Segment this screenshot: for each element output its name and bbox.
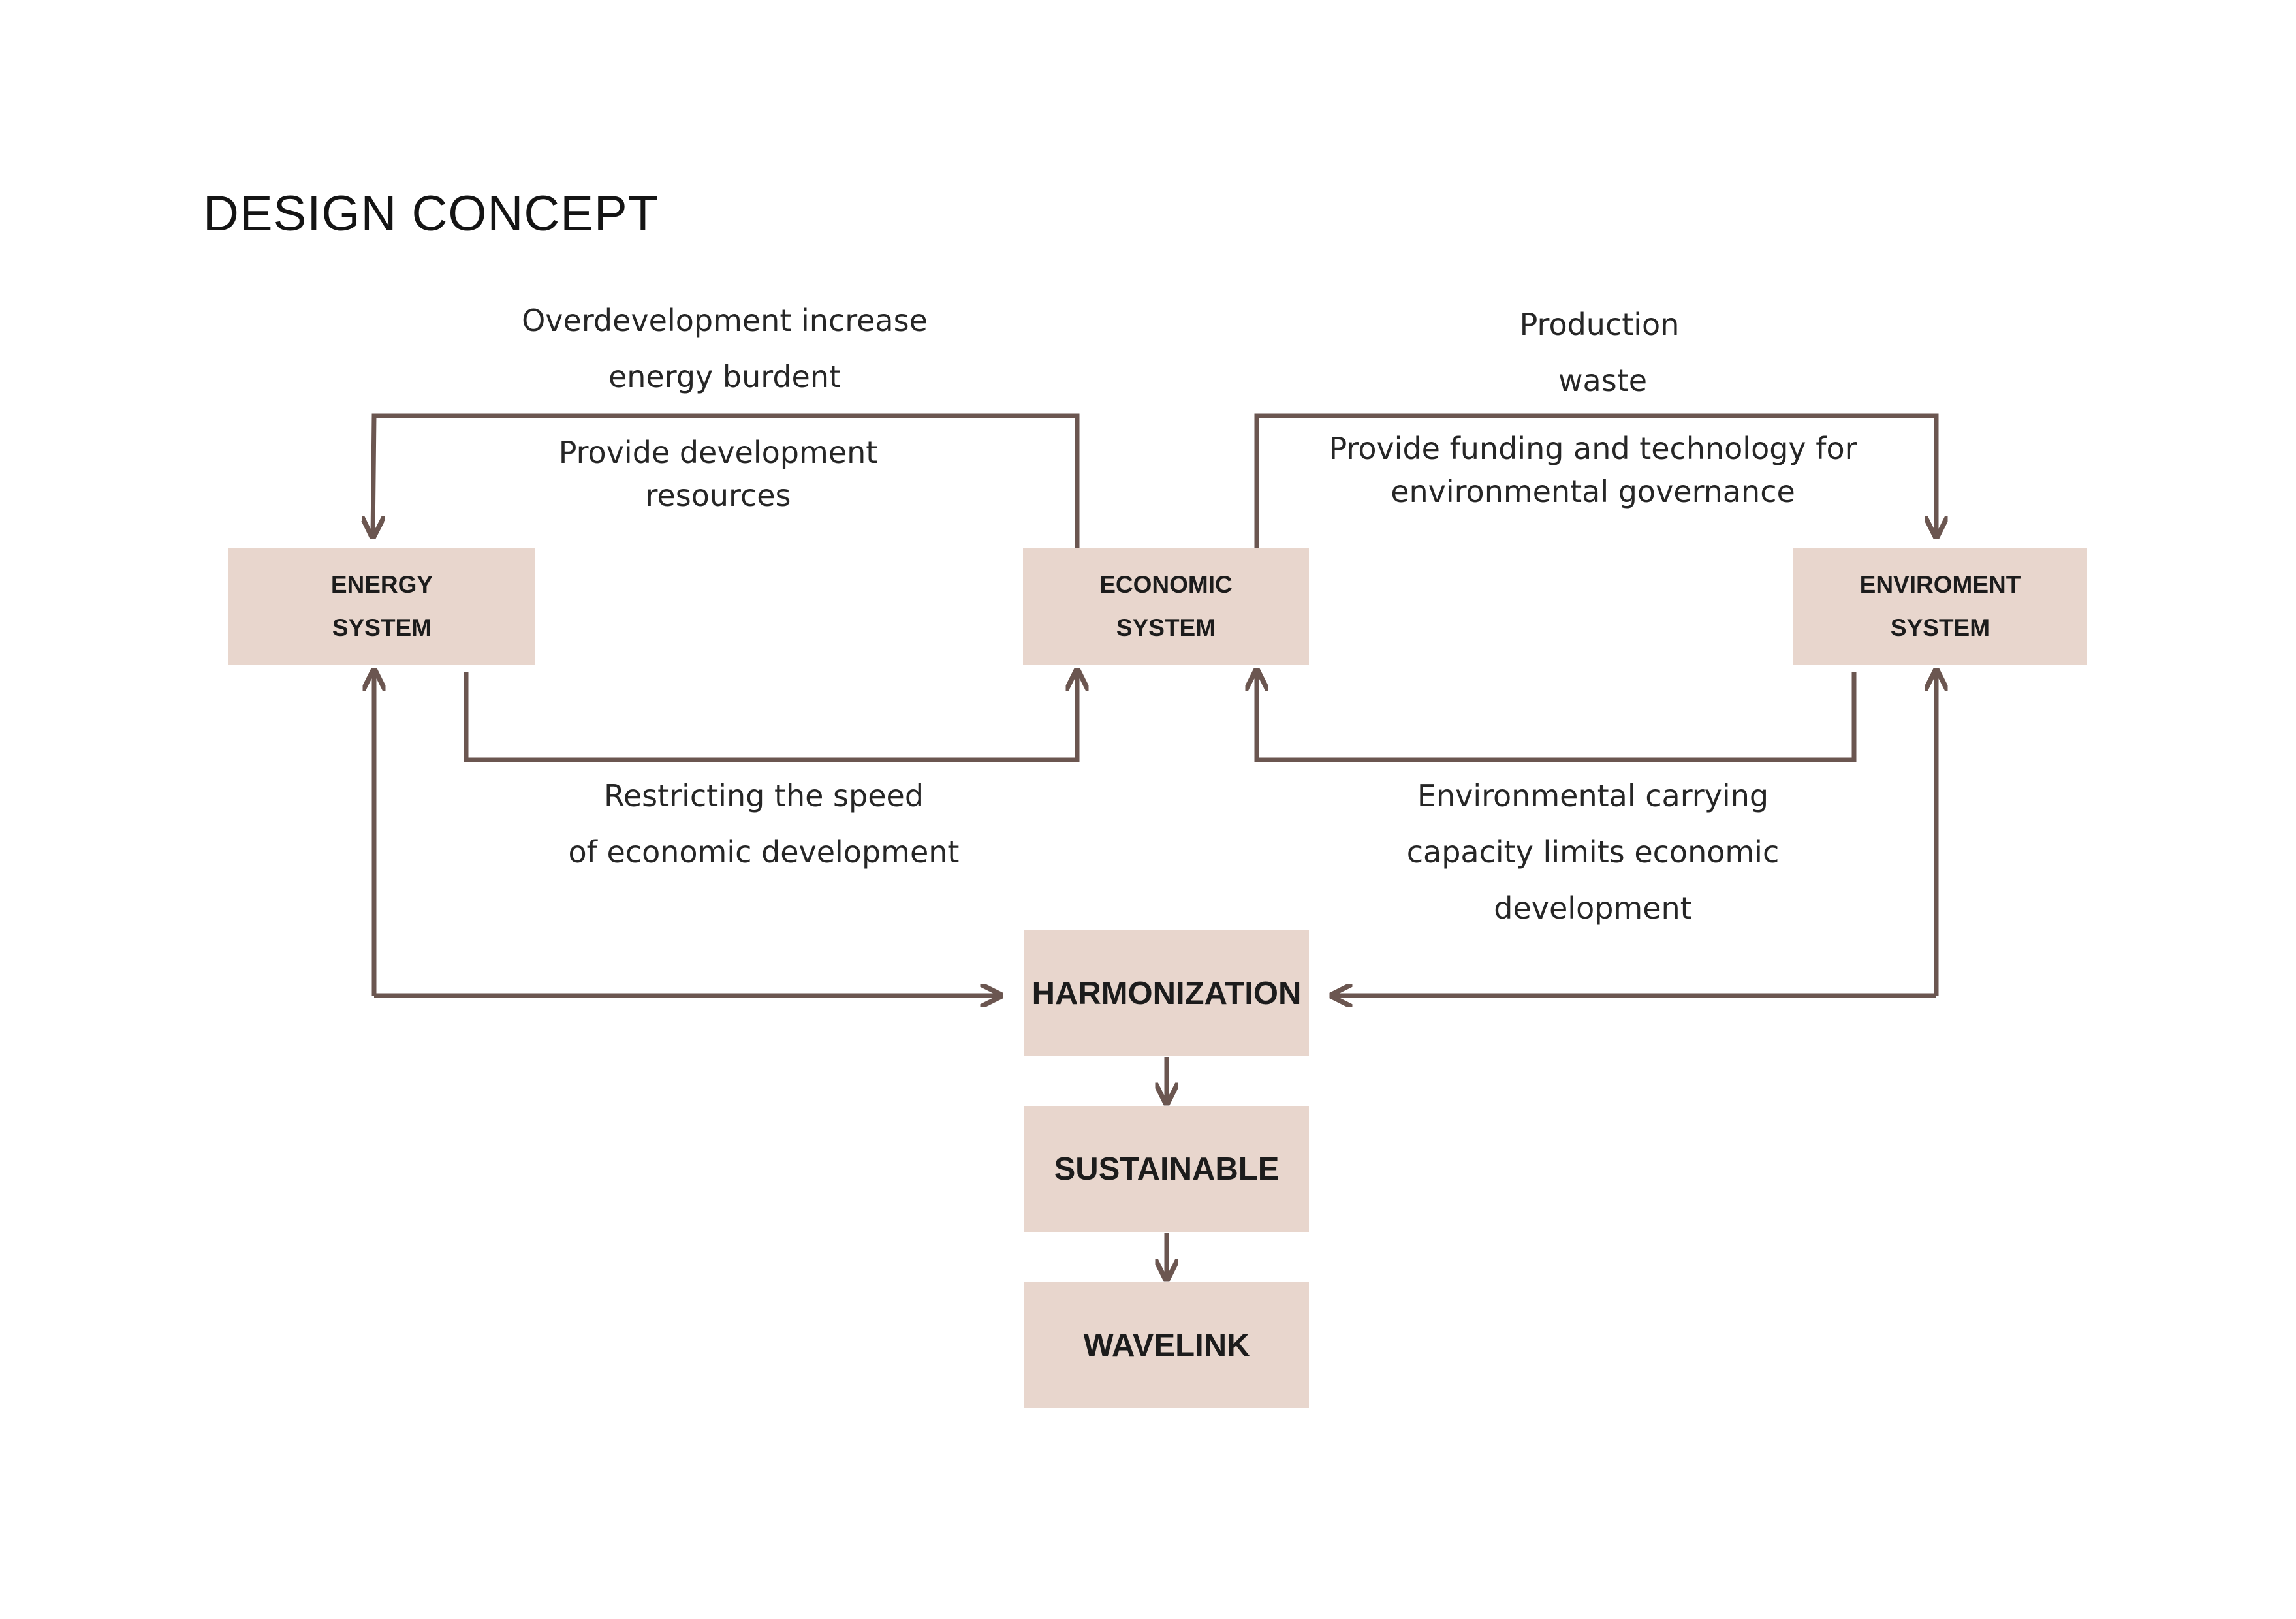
arrow-economic-to-environment [1254,413,1936,548]
label-provide-resources: Provide development resources [516,431,920,517]
harmonization-box: HARMONIZATION [1024,930,1309,1056]
label-restricting-speed-line2: of economic development [568,834,960,870]
label-provide-resources-line1: Provide development [558,435,878,470]
label-carrying-capacity: Environmental carrying capacity limits e… [1351,768,1834,936]
label-production-waste-line2: waste [1558,363,1648,398]
economic-system-line2: SYSTEM [1116,614,1216,641]
environment-system-box: ENVIROMENT SYSTEM [1793,548,2087,665]
label-overdevelopment-line1: Overdevelopment increase [522,303,928,338]
label-provide-funding-line1: Provide funding and technology for [1329,431,1857,466]
label-provide-funding-line2: environmental governance [1391,474,1795,509]
label-production-waste-line1: Production [1519,307,1680,342]
label-overdevelopment-line2: energy burdent [608,359,841,394]
sustainable-label: SUSTAINABLE [1054,1151,1280,1187]
energy-system-line2: SYSTEM [332,614,432,641]
label-provide-resources-line2: resources [645,478,791,513]
label-carrying-capacity-line2: capacity limits economic [1406,834,1780,870]
label-provide-funding: Provide funding and technology for envir… [1293,427,1893,513]
arrow-economic-to-energy [373,413,1080,548]
energy-system-line1: ENERGY [330,571,433,598]
arrow-energy-to-economic [464,670,1077,762]
sustainable-box: SUSTAINABLE [1024,1106,1309,1232]
label-restricting-speed: Restricting the speed of economic develo… [509,768,1018,880]
label-carrying-capacity-line3: development [1494,890,1692,926]
energy-system-box: ENERGY SYSTEM [228,548,535,665]
economic-system-line1: ECONOMIC [1099,571,1233,598]
wavelink-label: WAVELINK [1083,1327,1250,1363]
page-title: DESIGN CONCEPT [203,186,659,242]
arrow-environment-to-economic [1257,670,1857,762]
economic-system-box: ECONOMIC SYSTEM [1023,548,1309,665]
wavelink-box: WAVELINK [1024,1282,1309,1408]
environment-system-line1: ENVIROMENT [1859,571,2021,598]
label-carrying-capacity-line1: Environmental carrying [1417,778,1769,813]
label-production-waste: Production waste [1430,296,1769,409]
harmonization-label: HARMONIZATION [1031,975,1302,1011]
label-restricting-speed-line1: Restricting the speed [603,778,924,813]
environment-system-line2: SYSTEM [1890,614,1990,641]
label-overdevelopment: Overdevelopment increase energy burdent [490,292,960,405]
